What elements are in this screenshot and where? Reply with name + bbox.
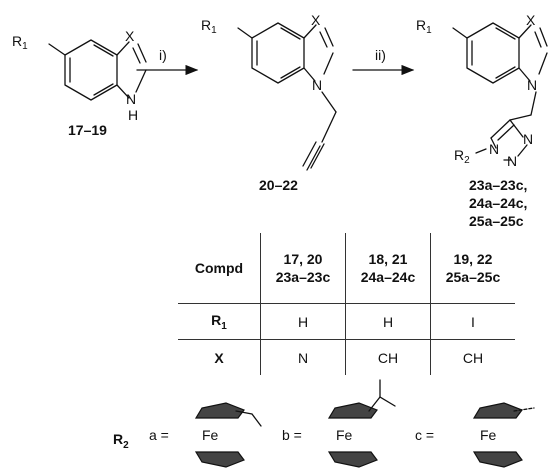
r1-label: R1 bbox=[201, 17, 217, 36]
fe-a-label: Fe bbox=[202, 427, 219, 443]
compound-start-label: 17–19 bbox=[68, 122, 107, 138]
col-1-line-1: 17, 20 bbox=[283, 251, 323, 267]
table-cell: CH bbox=[430, 339, 515, 375]
table-row: R1 H H I bbox=[178, 303, 515, 340]
table-cell: N bbox=[260, 339, 346, 375]
r1-label: R1 bbox=[416, 17, 432, 36]
n-atom-label: N bbox=[126, 91, 136, 107]
compound-mid-structure: R1 X N bbox=[201, 12, 337, 171]
compound-end-label-2: 24a–24c, bbox=[469, 195, 527, 211]
table-header-col-3: 19, 22 25a–25c bbox=[430, 233, 515, 304]
ferrocene-a-structure bbox=[194, 402, 262, 468]
triazole-n1-label: N bbox=[489, 141, 499, 157]
n-atom-label: N bbox=[527, 77, 537, 93]
table-header-col-1: 17, 20 23a–23c bbox=[260, 233, 346, 304]
table-cell: CH bbox=[345, 339, 431, 375]
r2-substituent-label: R2 bbox=[113, 431, 129, 451]
table-header-col-2: 18, 21 24a–24c bbox=[345, 233, 431, 304]
col-2-line-2: 24a–24c bbox=[360, 269, 416, 285]
triazole-n3-label: N bbox=[523, 131, 533, 147]
substituent-c-label: c = bbox=[415, 427, 434, 443]
step-1-label: i) bbox=[159, 47, 167, 63]
table-header-compd: Compd bbox=[194, 260, 244, 276]
table-cell: H bbox=[260, 303, 346, 340]
table-cell: I bbox=[430, 303, 515, 340]
table-row: X N CH CH bbox=[178, 339, 515, 375]
nh-hydrogen-label: H bbox=[128, 107, 138, 123]
triazole-n2-label: N bbox=[507, 153, 517, 169]
x-atom-label: X bbox=[526, 12, 536, 28]
compound-mid-label: 20–22 bbox=[259, 177, 298, 193]
fe-b-label: Fe bbox=[336, 427, 353, 443]
r2-label: R2 bbox=[454, 147, 470, 166]
compound-start-structure: R1 X N H bbox=[12, 28, 147, 123]
row-label-x: X bbox=[178, 339, 261, 375]
x-atom-label: X bbox=[311, 12, 321, 28]
x-atom-label: X bbox=[125, 28, 135, 44]
step-2-label: ii) bbox=[375, 47, 386, 63]
ferrocene-c-structure bbox=[472, 402, 535, 468]
r1-label: R1 bbox=[12, 33, 28, 52]
fe-c-label: Fe bbox=[480, 427, 497, 443]
col-3-line-1: 19, 22 bbox=[453, 251, 493, 267]
row-label-r1: R1 bbox=[178, 303, 261, 340]
substituent-b-label: b = bbox=[282, 427, 302, 443]
compound-end-label-3: 25a–25c bbox=[469, 213, 524, 229]
table-header-row: Compd 17, 20 23a–23c 18, 21 24a–24c 19, … bbox=[178, 233, 515, 304]
compound-end-label-1: 23a–23c, bbox=[469, 177, 527, 193]
n-atom-label: N bbox=[312, 77, 322, 93]
col-3-line-2: 25a–25c bbox=[445, 269, 501, 285]
col-2-line-1: 18, 21 bbox=[368, 251, 408, 267]
col-1-line-2: 23a–23c bbox=[275, 269, 331, 285]
substituent-table: Compd 17, 20 23a–23c 18, 21 24a–24c 19, … bbox=[178, 233, 515, 375]
ferrocene-b-structure bbox=[327, 379, 396, 468]
substituent-a-label: a = bbox=[149, 427, 169, 443]
table-cell: H bbox=[345, 303, 431, 340]
compound-end-structure: R1 X N N N N R2 bbox=[416, 12, 548, 169]
